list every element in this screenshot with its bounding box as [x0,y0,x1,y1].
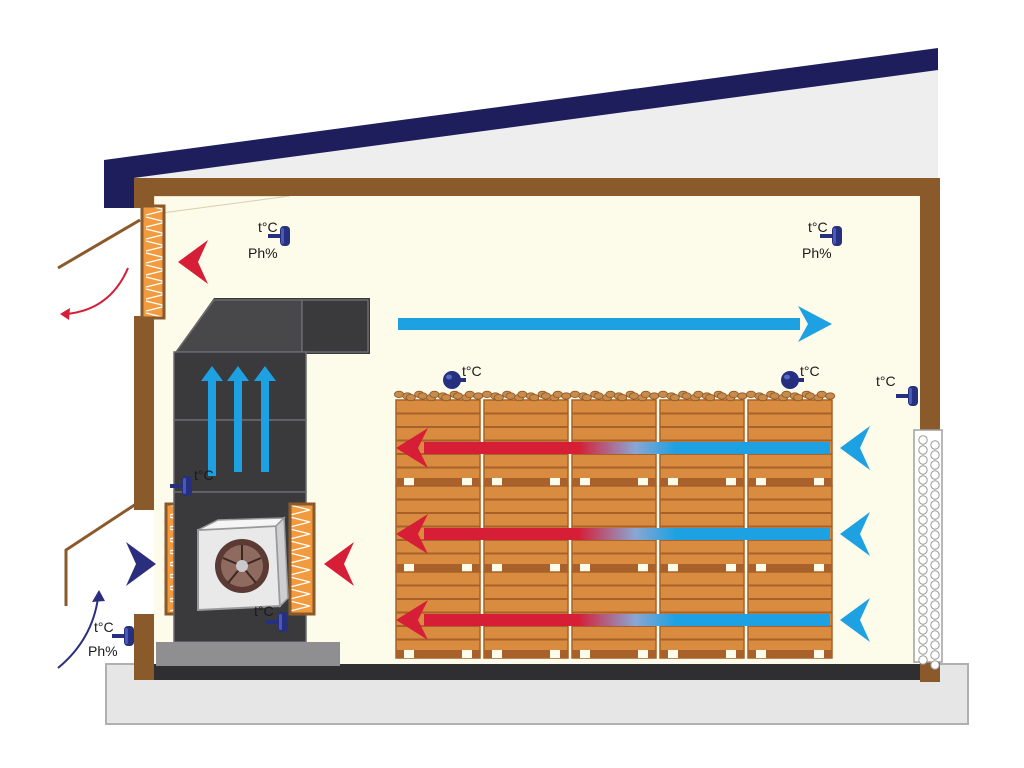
intake-flap [64,502,137,606]
sensor-right-wall: t°C [876,373,918,406]
sensor-temperature-label: t°C [808,219,828,235]
intake-chevron-icon [126,542,156,586]
air-handling-unit [156,298,370,666]
airflow-arrow-icon [201,366,223,381]
sensor-crate-left: t°C [443,363,482,389]
potato-crate [393,390,484,487]
ceiling-beam [134,178,940,196]
sensor-temperature-label: t°C [876,373,896,389]
centrifugal-fan-icon [197,516,289,612]
sensor-temperature-label: t°C [94,619,114,635]
sensor-humidity-label: Ph% [248,245,278,261]
sensor-temperature-label: t°C [194,467,214,483]
sensor-temperature-label: t°C [258,219,278,235]
temperature-sensor-icon [443,371,466,389]
sensor-humidity-label: Ph% [88,643,118,659]
temperature-sensor-icon [112,626,134,646]
temperature-sensor-icon [820,226,842,246]
potato-crate [481,390,572,487]
airflow-row-top [396,428,830,468]
potato-pile [481,390,572,402]
crate-airflow-arrows [396,428,830,640]
potato-pile [393,390,484,402]
temperature-sensor-icon [170,476,192,496]
airflow-arrow-icon [396,428,428,468]
inlet-chevron-icon [840,598,870,642]
roof [104,48,938,182]
sensor-fan-chamber: t°C [254,603,288,632]
airflow-arrow-icon [798,306,832,342]
exhaust-flap [57,218,141,270]
sensor-temperature-label: t°C [462,363,482,379]
airflow-arrow-icon [227,366,249,381]
sensor-crate-right: t°C [781,363,820,389]
potato-crate [570,390,660,487]
exhaust-louvre [140,204,166,320]
left-wall-middle [134,316,154,510]
potato-pile [570,390,660,402]
airflow-arrow-icon [396,600,428,640]
sensor-top-left: t°C Ph% [248,219,290,261]
sensor-humidity-label: Ph% [802,245,832,261]
sensors: t°C Ph% t°C Ph% t°C t°C t°C t°C t°C t°C Ph% [88,219,918,659]
left-wall-base [134,614,154,680]
mixing-louvre [288,502,316,616]
sensor-top-right: t°C Ph% [802,219,842,261]
airflow-arrow-icon [60,308,70,320]
airflow-arrow-icon [254,366,276,381]
sensor-supply-duct: t°C [170,467,214,496]
unit-plinth [156,642,340,666]
potato-crate [658,390,748,487]
exhaust-outflow-arrow [60,267,129,320]
right-wall [920,178,940,436]
duct-outlet [301,299,369,353]
recirculation-arrow [398,306,832,342]
sensor-temperature-label: t°C [254,603,274,619]
floor-slab [150,664,920,680]
potato-pile [746,390,836,402]
airflow-row-middle [396,514,830,554]
sensor-outside-intake: t°C Ph% [88,619,134,659]
temperature-sensor-icon [266,612,288,632]
supply-riser-arrows [201,366,276,476]
roof-fascia [104,160,134,208]
exhaust-chevron-icon [178,240,208,284]
right-intake-grille [913,429,943,670]
roof-lining [134,64,938,196]
inlet-chevron-icon [840,512,870,556]
intake-inflow-arrow [57,590,105,669]
sensor-temperature-label: t°C [800,363,820,379]
left-wall-top [134,178,154,208]
temperature-sensor-icon [896,386,918,406]
airflow-row-bottom [396,600,830,640]
airflow-arrow-icon [396,514,428,554]
airflow-arrow-icon [92,590,105,602]
temperature-sensor-icon [268,226,290,246]
temperature-sensor-icon [781,371,804,389]
return-chevron-icon [324,542,354,586]
potato-crate [746,390,836,487]
inlet-chevron-icon [840,426,870,470]
